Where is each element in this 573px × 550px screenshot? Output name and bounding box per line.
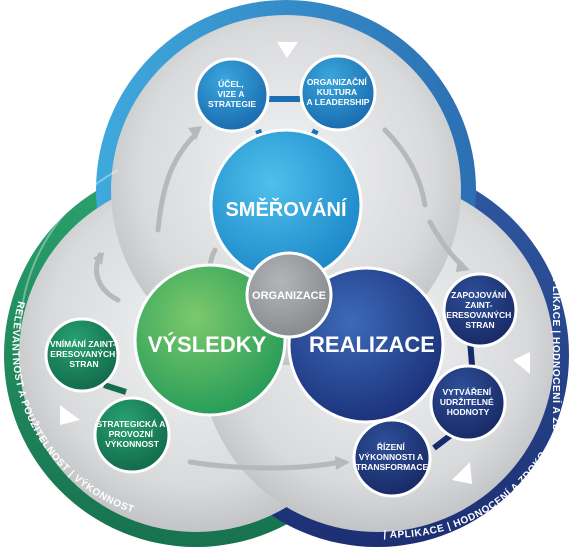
satellite-text: ERESOVANÝCH	[446, 309, 511, 320]
svg-text:VYTVÁŘENÍ UDRŽITELNÉ: VYTVÁŘENÍ UDRŽITELNÉ HODNOTY	[440, 386, 496, 417]
svg-text:ŘÍZENÍ VÝKONNOSTI A: ŘÍZENÍ VÝKONNOSTI A TRANSFORMACE	[356, 441, 429, 472]
triangle-marker-right	[513, 352, 530, 374]
triangle-marker-top	[277, 42, 298, 58]
satellite-right-2: VYTVÁŘENÍ UDRŽITELNÉ HODNOTY	[429, 364, 507, 442]
satellite-text: ÚČEL,	[218, 78, 244, 89]
satellite-text: KULTURA	[317, 87, 357, 97]
satellite-text: ORGANIZAČNÍ	[307, 76, 368, 87]
satellite-text: TRANSFORMACE	[356, 462, 429, 472]
triangle-marker-bottom	[452, 462, 472, 484]
satellite-left-1: VNÍMÁNÍ ZAINT- ERESOVANÝCH STRAN	[44, 317, 120, 393]
direction-label: SMĚŘOVÁNÍ	[225, 197, 347, 221]
satellite-top-left: ÚČEL, VIZE A STRATEGIE	[194, 57, 270, 133]
satellite-right-1: ZAPOJOVÁNÍ ZAINT- ERESOVANÝCH STRAN	[442, 272, 518, 348]
triangle-marker-left	[60, 405, 80, 425]
execution-label: REALIZACE	[309, 332, 435, 357]
satellite-text: A LEADERSHIP	[307, 97, 370, 107]
satellite-text: ŘÍZENÍ	[377, 441, 406, 452]
satellite-top-right: ORGANIZAČNÍ KULTURA A LEADERSHIP	[299, 54, 377, 132]
satellite-text: HODNOTY	[447, 407, 490, 417]
satellite-text: PROVOZNÍ	[109, 429, 154, 439]
satellite-text: ZAINT-	[465, 300, 493, 310]
satellite-text: ERESOVANÝCH	[50, 348, 115, 359]
satellite-text: STRAN	[465, 320, 494, 330]
satellite-text: VÝKONNOST	[105, 438, 160, 449]
satellite-text: STRATEGIE	[208, 99, 256, 109]
svg-text:STRATEGICKÁ A PROVOZNÍ: STRATEGICKÁ A PROVOZNÍ VÝKONNOST	[96, 419, 167, 449]
satellite-text: STRATEGICKÁ A	[96, 419, 165, 429]
satellite-text: UDRŽITELNÉ	[440, 396, 494, 407]
svg-text:ORGANIZAČNÍ KULTURA: ORGANIZAČNÍ KULTURA A LEADERSHIP	[307, 76, 370, 107]
satellite-text: ZAPOJOVÁNÍ	[451, 290, 507, 300]
results-label: VÝSLEDKY	[148, 332, 267, 357]
right-vertical-ring-text: PŘÍSTUPY | APLIKACE | HODNOCENÍ A ZDOKON…	[550, 207, 563, 514]
satellite-text: VIZE A	[217, 89, 244, 99]
organization-circle	[245, 251, 333, 339]
svg-text:ZAPOJOVÁNÍ ZAINT-: ZAPOJOVÁNÍ ZAINT- ERESOVANÝCH STRAN	[446, 290, 513, 330]
satellite-text: VNÍMÁNÍ ZAINT-	[50, 339, 116, 349]
organization-label: ORGANIZACE	[252, 290, 326, 302]
svg-text:VNÍMÁNÍ ZAINT- ERESOVANÝ: VNÍMÁNÍ ZAINT- ERESOVANÝCH STRAN	[50, 339, 118, 369]
satellite-right-3: ŘÍZENÍ VÝKONNOSTI A TRANSFORMACE	[352, 418, 432, 498]
satellite-text: STRAN	[69, 359, 98, 369]
satellite-left-2: STRATEGICKÁ A PROVOZNÍ VÝKONNOST	[93, 396, 171, 474]
satellite-text: VÝKONNOSTI A	[359, 451, 423, 462]
satellite-text: VYTVÁŘENÍ	[442, 386, 491, 397]
svg-text:ÚČEL, VIZE A STRAT: ÚČEL, VIZE A STRATEGIE	[208, 78, 256, 109]
